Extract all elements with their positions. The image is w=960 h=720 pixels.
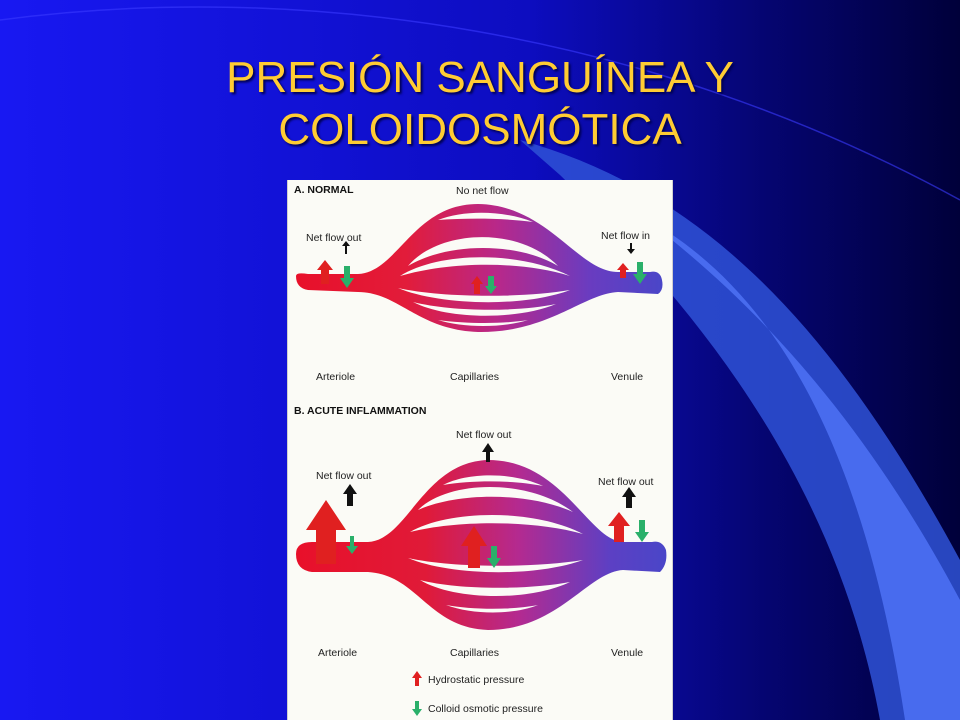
section-a-capillaries-label: Capillaries <box>450 371 499 383</box>
colloid-arrow-capillary-a <box>485 276 497 294</box>
section-a-left-label: Net flow out <box>306 232 362 244</box>
flow-arrow-left-b <box>343 484 357 506</box>
decorative-curve-front <box>640 215 960 720</box>
colloid-arrow-venule-b <box>635 520 649 542</box>
section-a-right-label: Net flow in <box>601 230 650 242</box>
legend-hydrostatic-label: Hydrostatic pressure <box>428 674 524 686</box>
hydrostatic-arrow-capillary-b <box>461 526 487 568</box>
legend-hydrostatic-icon <box>412 671 422 686</box>
decorative-arc-top <box>0 6 960 201</box>
vessel-body-a <box>296 204 663 333</box>
section-b-top-label: Net flow out <box>456 429 512 441</box>
arrows-a <box>317 241 647 294</box>
section-b-right-label: Net flow out <box>598 476 654 488</box>
section-b-capillaries-label: Capillaries <box>450 647 499 659</box>
section-a-top-label: No net flow <box>456 185 509 197</box>
colloid-arrow-venule-a <box>633 262 647 284</box>
diagram-svg: A. NORMAL No net flow Net flow out Net f… <box>294 184 667 716</box>
capillary-gaps-b <box>408 475 583 613</box>
arrows-b <box>306 443 649 568</box>
section-a-arteriole-label: Arteriole <box>316 371 355 383</box>
section-b-title: B. ACUTE INFLAMMATION <box>294 405 426 417</box>
capillary-pressure-figure: A. NORMAL No net flow Net flow out Net f… <box>287 180 673 720</box>
legend-colloid-label: Colloid osmotic pressure <box>428 703 543 715</box>
colloid-arrow-arteriole-a <box>340 266 354 288</box>
hydrostatic-arrow-venule-a <box>617 263 629 278</box>
flow-arrow-top-b <box>482 443 494 462</box>
title-line-1: PRESIÓN SANGUÍNEA Y <box>226 53 734 102</box>
small-flow-arrow-left-a <box>342 241 350 254</box>
section-a-venule-label: Venule <box>611 371 643 383</box>
small-flow-arrow-right-a <box>627 243 635 254</box>
title-line-2: COLOIDOSMÓTICA <box>278 105 682 154</box>
section-b-left-label: Net flow out <box>316 470 372 482</box>
hydrostatic-arrow-capillary-a <box>471 276 483 294</box>
section-a-normal: A. NORMAL No net flow Net flow out Net f… <box>294 184 663 383</box>
colloid-arrow-capillary-b <box>487 546 501 568</box>
capillary-gaps-a <box>398 212 570 326</box>
decorative-curve-back <box>520 140 960 720</box>
hydrostatic-arrow-venule-b <box>608 512 630 542</box>
hydrostatic-arrow-arteriole-a <box>317 260 333 284</box>
colloid-arrow-arteriole-b <box>346 536 358 554</box>
section-b-acute-inflammation: B. ACUTE INFLAMMATION Net flow out Net f… <box>294 405 667 659</box>
slide-title: PRESIÓN SANGUÍNEA Y COLOIDOSMÓTICA <box>120 52 840 156</box>
section-a-title: A. NORMAL <box>294 184 354 196</box>
flow-arrow-right-b <box>622 487 636 508</box>
legend-colloid-icon <box>412 701 422 716</box>
hydrostatic-arrow-arteriole-b <box>306 500 346 564</box>
capillary-network-a <box>296 204 663 333</box>
section-b-arteriole-label: Arteriole <box>318 647 357 659</box>
section-b-venule-label: Venule <box>611 647 643 659</box>
legend: Hydrostatic pressure Colloid osmotic pre… <box>412 671 543 716</box>
